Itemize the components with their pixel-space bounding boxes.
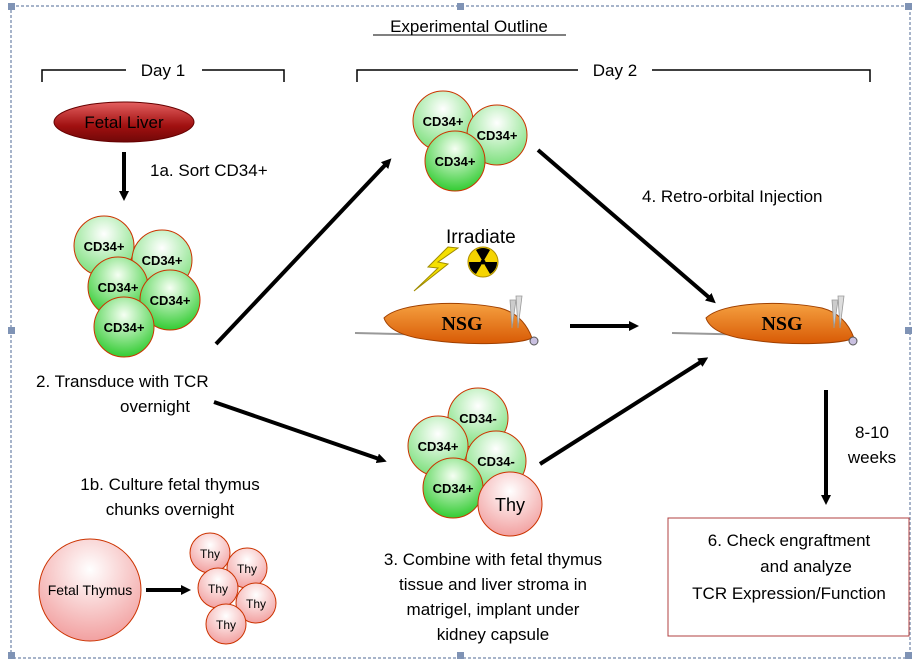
- resize-handle[interactable]: [457, 3, 464, 10]
- step-6-line2: and analyze: [760, 557, 852, 576]
- diagram-title: Experimental Outline: [390, 17, 548, 36]
- day2-label: Day 2: [593, 61, 637, 80]
- step-2-line2: overnight: [120, 397, 190, 416]
- resize-handle[interactable]: [905, 652, 912, 659]
- resize-handle[interactable]: [905, 3, 912, 10]
- day1-bracket: [41, 69, 285, 82]
- step-6-line1: 6. Check engraftment: [708, 531, 871, 550]
- fetal-thymus-label: Fetal Thymus: [48, 582, 133, 598]
- mouse-icon: NSG: [671, 295, 858, 346]
- step-1a-label: 1a. Sort CD34+: [150, 161, 268, 180]
- step-1b-line2: chunks overnight: [106, 500, 235, 519]
- step-3-line3: matrigel, implant under: [407, 600, 580, 619]
- cell-label: CD34+: [84, 239, 125, 254]
- cell-label: CD34+: [418, 439, 459, 454]
- cell-label: CD34-: [459, 411, 497, 426]
- cell-label: CD34+: [142, 253, 183, 268]
- day2-bracket: [356, 69, 871, 82]
- step-4-label: 4. Retro-orbital Injection: [642, 187, 822, 206]
- step-3-line1: 3. Combine with fetal thymus: [384, 550, 602, 569]
- resize-handle[interactable]: [8, 327, 15, 334]
- resize-handle[interactable]: [905, 327, 912, 334]
- cell-label: CD34+: [423, 114, 464, 129]
- irradiate-label: Irradiate: [446, 227, 516, 248]
- nsg-label: NSG: [441, 313, 483, 335]
- cell-label: CD34+: [477, 128, 518, 143]
- cd34-cluster-left: CD34+ CD34+ CD34+ CD34+ CD34+: [73, 215, 201, 358]
- step-6-line3: TCR Expression/Function: [692, 584, 886, 603]
- nsg-label: NSG: [761, 313, 803, 335]
- cell-label: CD34+: [150, 293, 191, 308]
- thy-label: Thy: [237, 562, 257, 576]
- cell-label: CD34+: [433, 481, 474, 496]
- fetal-thymus-shape: [38, 538, 142, 642]
- step-3-line2: tissue and liver stroma in: [399, 575, 587, 594]
- resize-handle[interactable]: [8, 3, 15, 10]
- thy-label: Thy: [495, 495, 525, 515]
- thy-label: Thy: [200, 547, 220, 561]
- resize-handle[interactable]: [457, 652, 464, 659]
- step-3-line4: kidney capsule: [437, 625, 549, 644]
- arrow-injection: [536, 148, 716, 304]
- arrow-to-implant-cells: [213, 400, 387, 464]
- thy-label: Thy: [208, 582, 228, 596]
- cd34-mixed-cluster: CD34- CD34+ CD34- CD34+ Thy: [407, 387, 543, 537]
- cell-label: CD34+: [435, 154, 476, 169]
- mouse-icon: NSG: [354, 295, 539, 346]
- step-2-line1: 2. Transduce with TCR: [36, 372, 209, 391]
- step-6-box: [667, 517, 910, 637]
- cell-label: CD34+: [98, 280, 139, 295]
- thymus-chunks: Thy Thy Thy Thy Thy: [189, 532, 277, 645]
- weeks-line2: weeks: [847, 448, 896, 467]
- thy-label: Thy: [216, 618, 236, 632]
- weeks-line1: 8-10: [855, 423, 889, 442]
- arrow-to-injection-cells: [214, 158, 392, 346]
- day1-label: Day 1: [141, 61, 185, 80]
- thy-label: Thy: [246, 597, 266, 611]
- radiation-icon: [467, 246, 499, 278]
- fetal-liver-label: Fetal Liver: [84, 113, 164, 132]
- arrow-implant: [538, 357, 709, 466]
- lightning-bolt-icon: [413, 246, 460, 292]
- cell-label: CD34+: [104, 320, 145, 335]
- cd34-cluster-top: CD34+ CD34+ CD34+: [412, 90, 528, 192]
- step-1b-line1: 1b. Culture fetal thymus: [80, 475, 260, 494]
- resize-handle[interactable]: [8, 652, 15, 659]
- fetal-liver-shape: [53, 101, 195, 143]
- cell-label: CD34-: [477, 454, 515, 469]
